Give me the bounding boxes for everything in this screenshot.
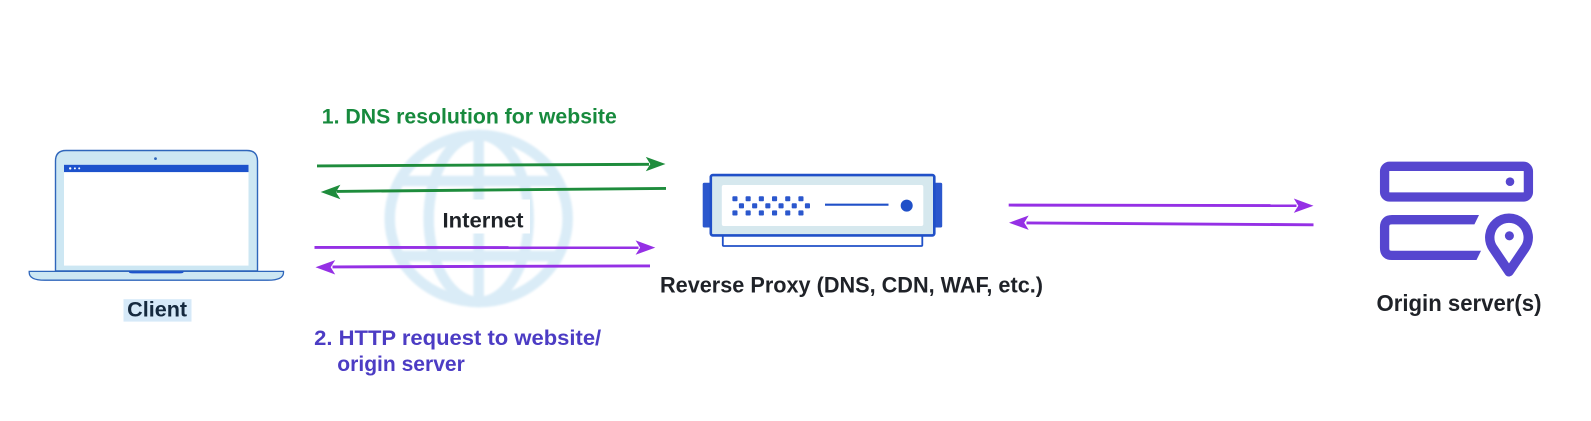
svg-text:Reverse Proxy (DNS, CDN, WAF,: Reverse Proxy (DNS, CDN, WAF, etc.) xyxy=(660,272,1043,297)
svg-text:2. HTTP request to website/: 2. HTTP request to website/ xyxy=(314,326,601,350)
svg-text:Internet: Internet xyxy=(443,209,524,232)
svg-text:origin server: origin server xyxy=(337,352,465,376)
svg-text:Client: Client xyxy=(127,298,187,321)
svg-text:Origin server(s): Origin server(s) xyxy=(1377,290,1542,316)
svg-text:1. DNS resolution for website: 1. DNS resolution for website xyxy=(322,104,617,128)
